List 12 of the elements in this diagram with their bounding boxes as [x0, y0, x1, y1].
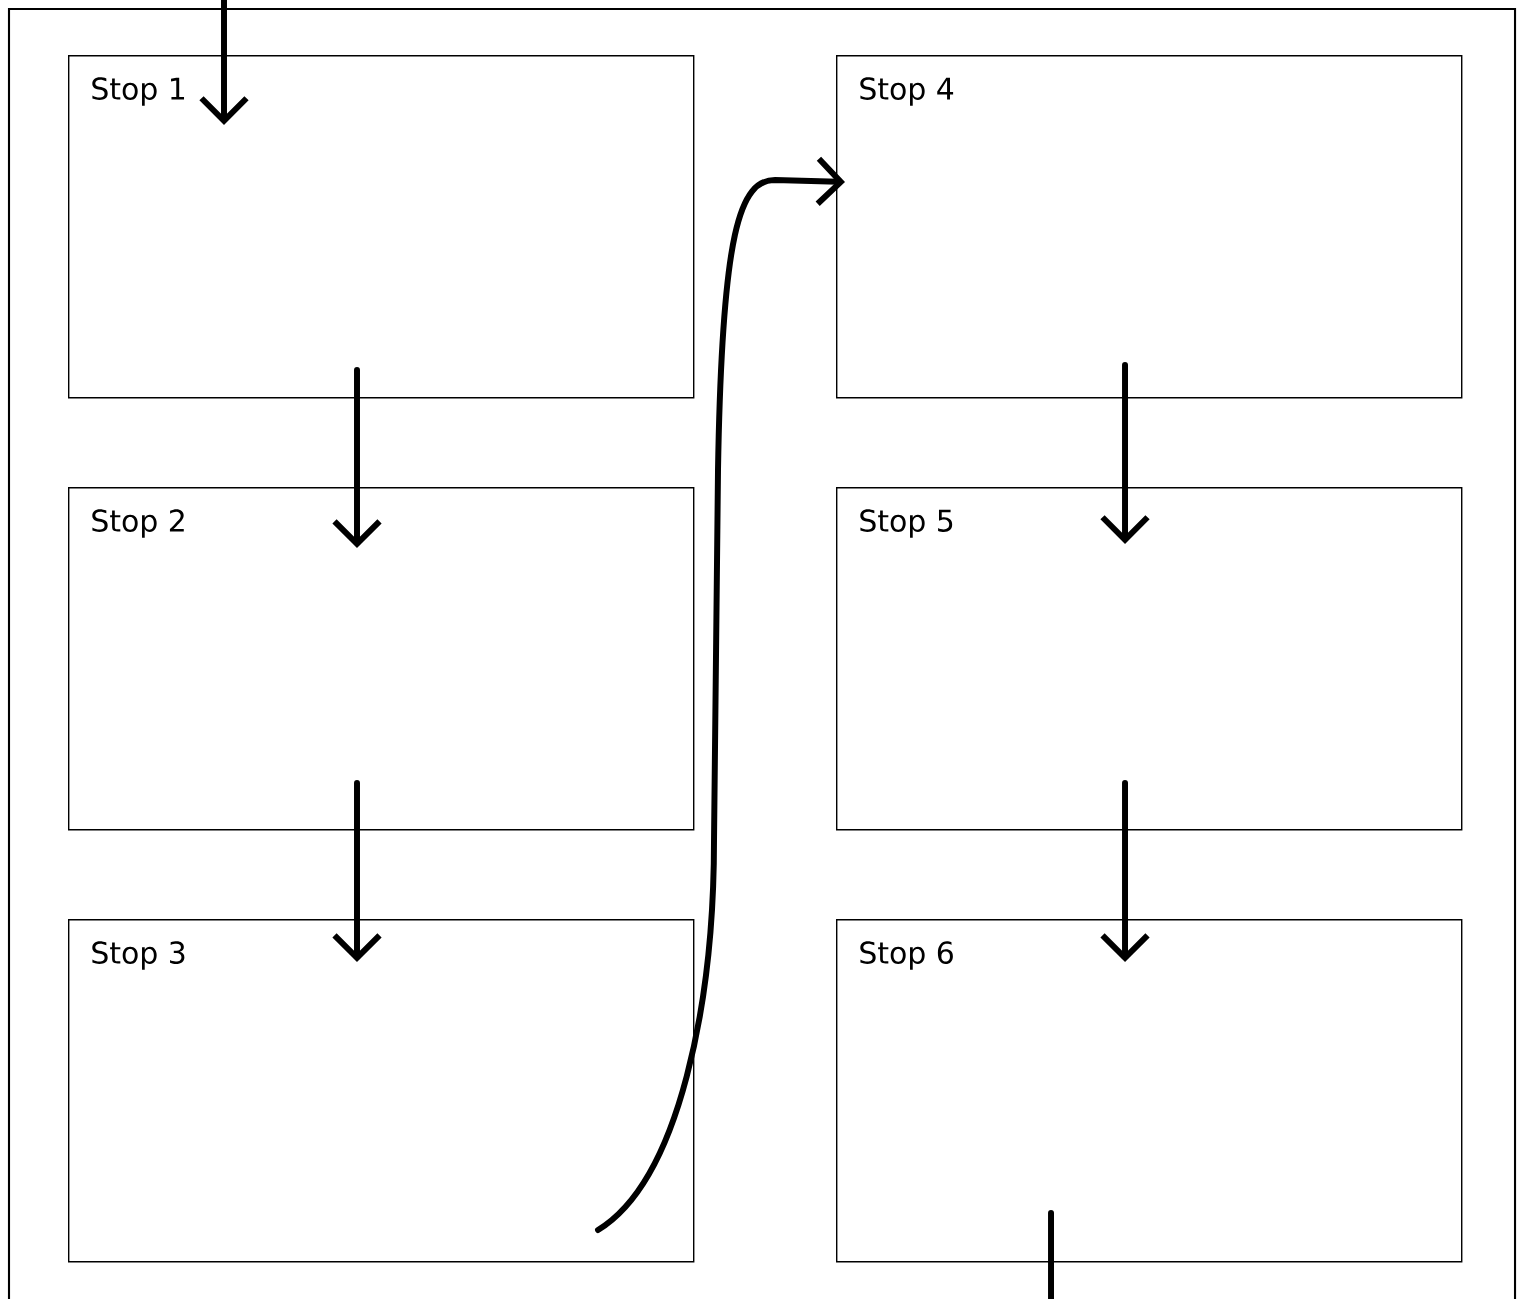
- arrow: [595, 156, 845, 1233]
- stop-box: Stop 6: [836, 919, 1463, 1263]
- stop-box: Stop 2: [68, 487, 695, 831]
- stop-box: Stop 4: [836, 55, 1463, 399]
- arrow: [1100, 780, 1150, 962]
- arrow: [332, 780, 382, 962]
- stop-box: Stop 1: [68, 55, 695, 399]
- stop-box: Stop 5: [836, 487, 1463, 831]
- arrow: [199, 0, 249, 125]
- arrow: [1100, 362, 1150, 544]
- arrow: [332, 367, 382, 548]
- stop-box: Stop 3: [68, 919, 695, 1263]
